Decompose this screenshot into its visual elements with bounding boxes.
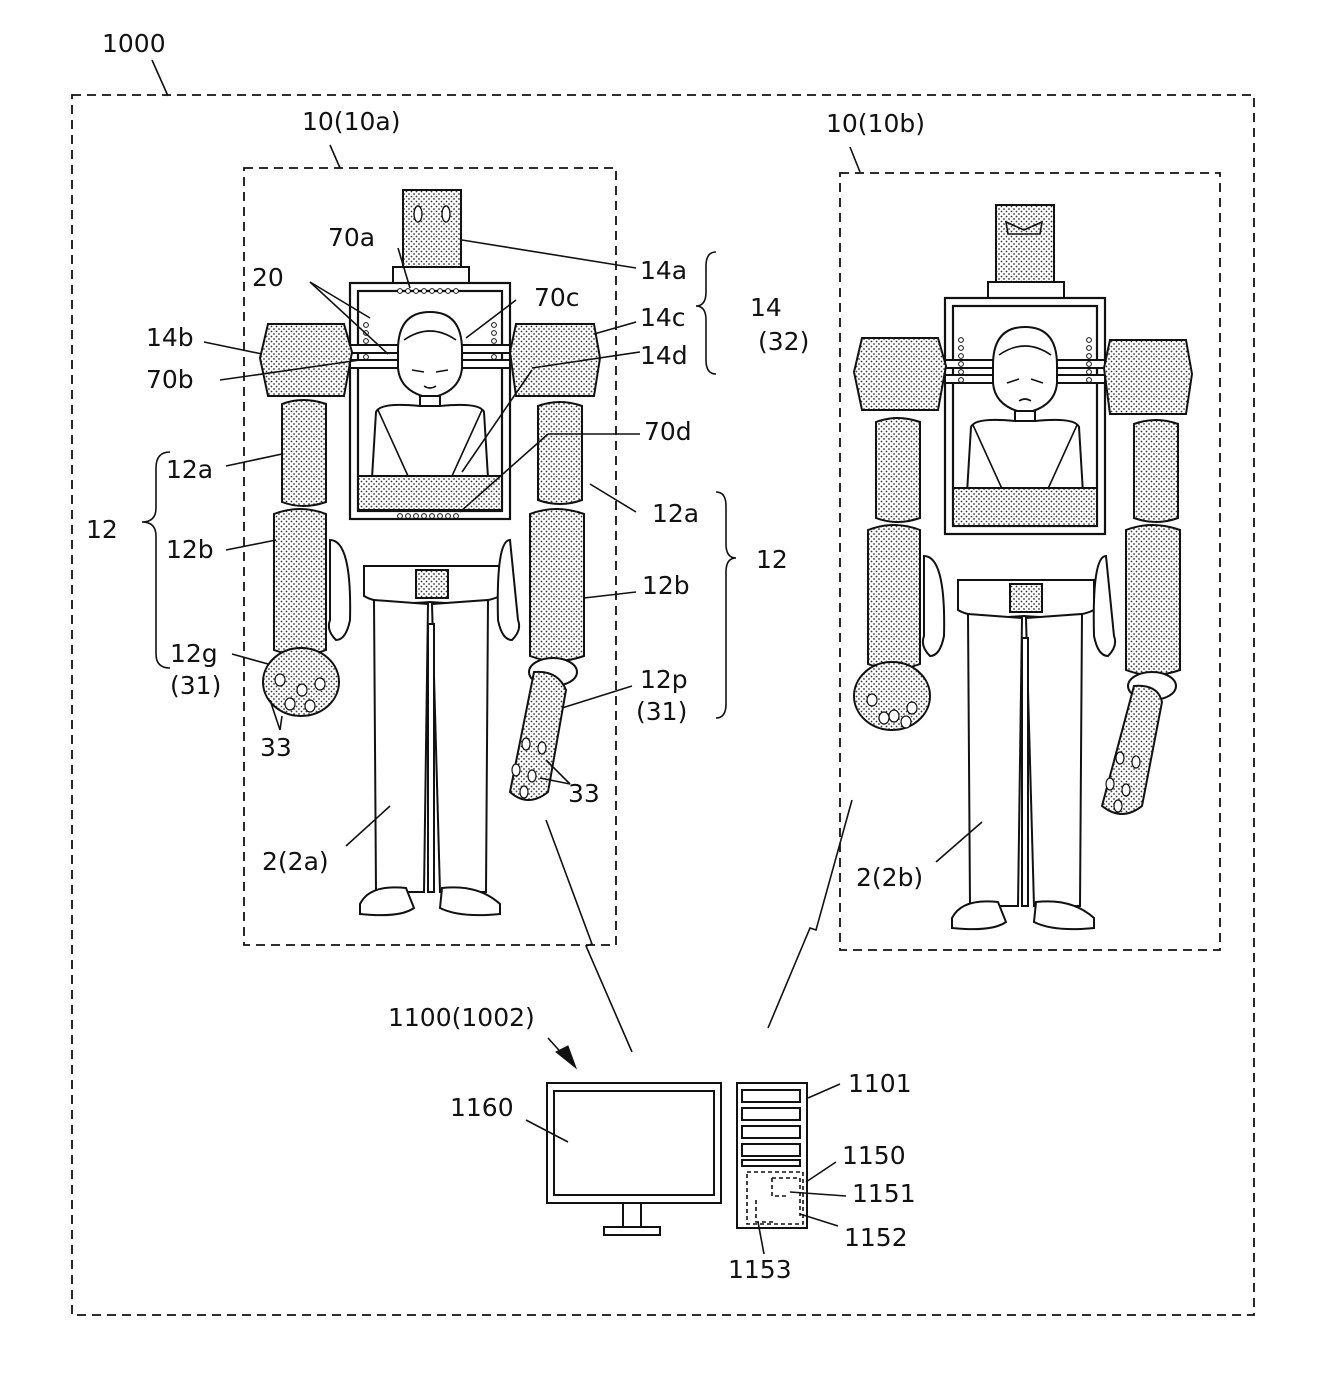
- label-1153: 1153: [728, 1255, 792, 1284]
- label-31-right: (31): [636, 697, 687, 726]
- label-70d: 70d: [644, 417, 692, 446]
- label-14a: 14a: [640, 256, 687, 285]
- label-14: 14: [750, 293, 782, 322]
- label-31-left: (31): [170, 671, 221, 700]
- label-20: 20: [252, 263, 284, 292]
- label-14d: 14d: [640, 341, 688, 370]
- label-12b-left: 12b: [166, 535, 214, 564]
- shoulder-14b: [260, 324, 352, 396]
- wireless-link-a: [546, 820, 632, 1052]
- label-2a: 2(2a): [262, 847, 329, 876]
- label-unit-a: 10(10a): [302, 107, 400, 136]
- label-1101: 1101: [848, 1069, 912, 1098]
- label-12-right: 12: [756, 545, 788, 574]
- label-70a: 70a: [328, 223, 375, 252]
- label-system: 1000: [102, 29, 166, 58]
- left-upper-arm-12a: [282, 400, 326, 506]
- label-1151: 1151: [852, 1179, 916, 1208]
- label-12a-left: 12a: [166, 455, 213, 484]
- computer-1100: 1100(1002) 1160 1101 1150 1151 1152 1153: [388, 1003, 916, 1284]
- robot-unit-b: 10(10b): [826, 109, 1220, 950]
- label-unit-b: 10(10b): [826, 109, 925, 138]
- label-2b: 2(2b): [856, 863, 923, 892]
- label-33-left: 33: [260, 733, 292, 762]
- robot-unit-a: 10(10a): [142, 107, 736, 945]
- label-1160: 1160: [450, 1093, 514, 1122]
- right-forearm-12b: [530, 509, 584, 661]
- label-12p: 12p: [640, 665, 688, 694]
- label-1152: 1152: [844, 1223, 908, 1252]
- label-12-left: 12: [86, 515, 118, 544]
- label-1150: 1150: [842, 1141, 906, 1170]
- right-upper-arm-12a: [538, 402, 582, 504]
- label-12g: 12g: [170, 639, 218, 668]
- head-14a: [403, 190, 461, 267]
- gripper-12g: [263, 648, 339, 716]
- label-14b: 14b: [146, 323, 194, 352]
- label-1100: 1100(1002): [388, 1003, 535, 1032]
- label-70b: 70b: [146, 365, 194, 394]
- label-33-right: 33: [568, 779, 600, 808]
- label-12b-right: 12b: [642, 571, 690, 600]
- label-70c: 70c: [534, 283, 580, 312]
- label-12a-right: 12a: [652, 499, 699, 528]
- label-32: (32): [758, 327, 809, 356]
- left-forearm-12b: [274, 509, 326, 655]
- label-14c: 14c: [640, 303, 686, 332]
